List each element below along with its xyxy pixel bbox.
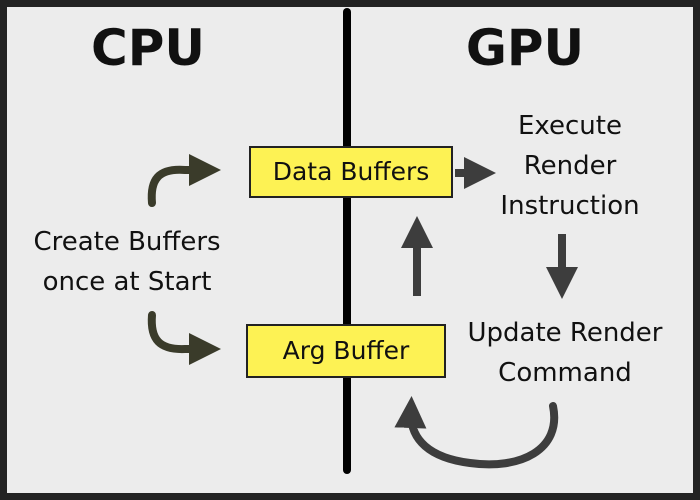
- arrow-create-to-arg-buffer: [147, 311, 221, 365]
- arrow-update-to-arg-buffer: [394, 396, 559, 469]
- arg-buffer-box: Arg Buffer: [246, 324, 446, 378]
- gpu-heading: GPU: [465, 19, 585, 77]
- arrow-create-to-data-buffers: [147, 154, 221, 207]
- update-render-command-label: Update Render Command: [467, 318, 663, 388]
- cpu-heading: CPU: [91, 19, 205, 77]
- create-buffers-label: Create Buffers once at Start: [33, 227, 221, 297]
- data-buffers-box: Data Buffers: [249, 146, 453, 198]
- execute-render-instruction-label: Execute Render Instruction: [500, 111, 640, 221]
